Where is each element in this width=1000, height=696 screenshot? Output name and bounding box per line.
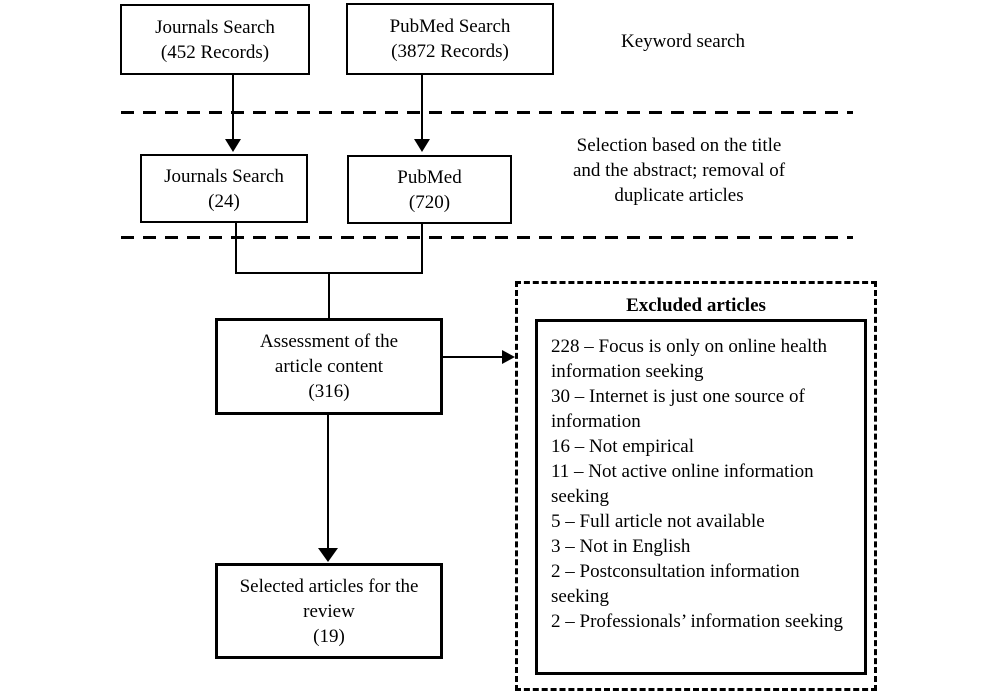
- arrow-pubmed-head-icon: [414, 139, 430, 152]
- label-selection-stage: Selection based on the title and the abs…: [558, 133, 800, 208]
- excluded-item: 2 – Postconsultation information seeking: [551, 561, 800, 607]
- box-assessment-line1: Assessment of the: [259, 331, 399, 352]
- box-journals-search-selected-line1: Journals Search: [164, 165, 284, 187]
- label-selection-stage-line1: Selection based on the title: [576, 135, 782, 156]
- arrow-excluded-shaft: [443, 356, 503, 358]
- box-assessment-line2: article content: [274, 356, 384, 377]
- arrow-pubmed-shaft: [421, 75, 423, 141]
- excluded-articles-title: Excluded articles: [626, 295, 766, 316]
- box-selected-articles-line2: review: [303, 600, 355, 622]
- box-pubmed-search-records: PubMed Search (3872 Records): [346, 3, 554, 75]
- connector-middle-vertical: [328, 272, 330, 318]
- excluded-item: 30 – Internet is just one source of info…: [551, 386, 805, 432]
- box-pubmed-selected: PubMed (720): [347, 155, 512, 224]
- label-selection-stage-line2: and the abstract; removal of: [572, 160, 786, 181]
- box-assessment-line3: (316): [308, 381, 350, 402]
- arrow-excluded-head-icon: [502, 350, 515, 364]
- arrow-selected-head-icon: [318, 548, 338, 562]
- excluded-articles-list: 228 – Focus is only on online health inf…: [535, 319, 867, 675]
- arrow-journals-shaft: [232, 75, 234, 141]
- excluded-item: 3 – Not in English: [551, 536, 691, 557]
- excluded-item: 16 – Not empirical: [551, 436, 694, 457]
- box-journals-search-records-line2: (452 Records): [160, 41, 270, 63]
- box-journals-search-records: Journals Search (452 Records): [120, 4, 310, 75]
- box-pubmed-selected-line1: PubMed: [397, 166, 462, 188]
- box-selected-articles: Selected articles for the review (19): [215, 563, 443, 659]
- stage-divider-line-2: [121, 236, 853, 239]
- connector-right-vertical: [421, 224, 423, 274]
- excluded-item: 228 – Focus is only on online health inf…: [551, 336, 828, 382]
- box-selected-articles-line3: (19): [313, 625, 345, 647]
- label-keyword-search: Keyword search: [621, 31, 745, 52]
- label-selection-stage-line3: duplicate articles: [614, 185, 744, 206]
- connector-left-vertical: [235, 223, 237, 274]
- arrow-journals-head-icon: [225, 139, 241, 152]
- arrow-selected-shaft: [327, 415, 329, 550]
- box-pubmed-selected-line2: (720): [408, 191, 451, 213]
- excluded-item: 2 – Professionals’ information seeking: [551, 611, 843, 632]
- box-journals-search-records-line1: Journals Search: [155, 16, 275, 38]
- box-journals-search-selected: Journals Search (24): [140, 154, 308, 223]
- box-selected-articles-line1: Selected articles for the: [239, 575, 419, 597]
- box-pubmed-search-records-line1: PubMed Search: [389, 16, 511, 37]
- box-assessment: Assessment of the article content (316): [215, 318, 443, 415]
- box-pubmed-search-records-line2: (3872 Records): [391, 41, 509, 62]
- excluded-item: 11 – Not active online information seeki…: [551, 461, 814, 507]
- box-journals-search-selected-line2: (24): [208, 190, 240, 212]
- stage-divider-line-1: [121, 111, 853, 114]
- excluded-articles-panel: Excluded articles 228 – Focus is only on…: [515, 281, 877, 691]
- excluded-item: 5 – Full article not available: [551, 511, 765, 532]
